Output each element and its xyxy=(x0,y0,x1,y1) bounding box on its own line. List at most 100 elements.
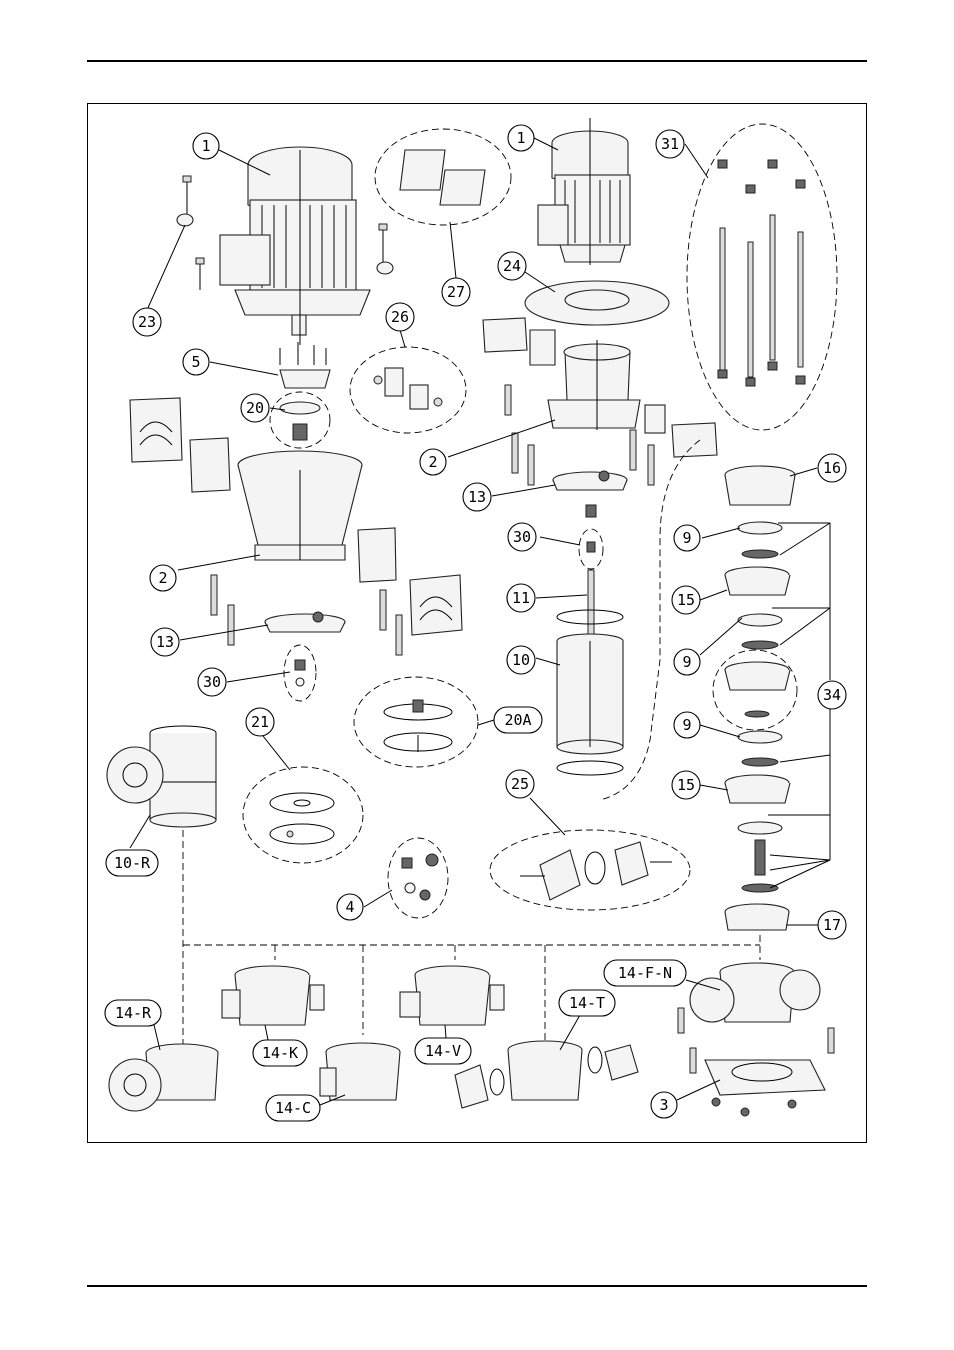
adapter-flange-left xyxy=(280,342,330,388)
callout-1-center: 1 xyxy=(508,125,534,151)
pump-cover-13-center xyxy=(553,471,627,490)
base-14-r xyxy=(109,1044,218,1111)
callout-14-c: 14-C xyxy=(266,1095,320,1121)
callout-11-label: 11 xyxy=(512,589,530,607)
base-14-v xyxy=(400,966,504,1025)
callout-14-c-label: 14-C xyxy=(275,1099,311,1117)
callout-20a: 20A xyxy=(494,707,542,733)
callout-1-center-label: 1 xyxy=(516,129,525,147)
callout-16-label: 16 xyxy=(823,459,841,477)
callout-13-left-label: 13 xyxy=(156,633,174,651)
callout-10: 10 xyxy=(507,646,535,674)
callout-14-v-label: 14-V xyxy=(425,1042,461,1060)
callout-9-middle-label: 9 xyxy=(682,653,691,671)
callout-15-top: 15 xyxy=(672,586,700,614)
guard-halves-27 xyxy=(400,150,485,205)
callout-24-label: 24 xyxy=(503,257,521,275)
base-14-f-n xyxy=(690,963,820,1022)
sleeve-10 xyxy=(557,610,623,775)
group-30-left-outline xyxy=(284,645,316,701)
callout-25: 25 xyxy=(506,770,534,798)
callout-20: 20 xyxy=(241,394,269,422)
callout-27-label: 27 xyxy=(447,283,465,301)
orings-20a xyxy=(384,700,452,752)
callout-21-label: 21 xyxy=(251,713,269,731)
callout-14-f-n: 14-F-N xyxy=(604,960,686,986)
gaskets-21 xyxy=(270,793,334,844)
callout-9-bottom-label: 9 xyxy=(682,716,691,734)
lantern-left xyxy=(238,451,362,560)
base-14-t xyxy=(455,1041,638,1108)
callout-25-label: 25 xyxy=(511,775,529,793)
baseplate-3 xyxy=(678,1008,834,1116)
stage-parts xyxy=(725,522,790,892)
callout-11: 11 xyxy=(507,584,535,612)
callout-9-middle: 9 xyxy=(674,649,700,675)
callout-9-bottom: 9 xyxy=(674,712,700,738)
callout-17: 17 xyxy=(818,911,846,939)
callout-31: 31 xyxy=(656,130,684,158)
callout-23-label: 23 xyxy=(138,313,156,331)
group-21-outline xyxy=(243,767,363,863)
callout-13-center: 13 xyxy=(463,483,491,511)
callout-9-top: 9 xyxy=(674,525,700,551)
callout-10-r-label: 10-R xyxy=(114,854,151,872)
callout-13-center-label: 13 xyxy=(468,488,486,506)
group-26-outline xyxy=(350,347,466,433)
pump-cover-13-left xyxy=(265,612,345,632)
callout-26-label: 26 xyxy=(391,308,409,326)
callout-27: 27 xyxy=(442,278,470,306)
callout-30-center: 30 xyxy=(508,523,536,551)
group-27-outline xyxy=(375,129,511,225)
callout-4-label: 4 xyxy=(345,898,354,916)
flange-kit-25 xyxy=(520,842,672,900)
callout-2-center: 2 xyxy=(420,449,446,475)
seal-30-center xyxy=(587,542,595,552)
stage-17 xyxy=(725,904,789,930)
callout-15-bottom: 15 xyxy=(672,771,700,799)
callout-15-top-label: 15 xyxy=(677,591,695,609)
tie-rods-31 xyxy=(718,160,805,386)
callout-5: 5 xyxy=(183,349,209,375)
seal-20-left xyxy=(280,402,320,440)
flange-24 xyxy=(525,281,669,325)
callout-14-r-label: 14-R xyxy=(115,1004,152,1022)
base-14-k xyxy=(222,966,324,1025)
callout-14-f-n-label: 14-F-N xyxy=(618,964,672,982)
motor-left xyxy=(220,147,370,345)
callout-14-k-label: 14-K xyxy=(262,1044,298,1062)
callout-16: 16 xyxy=(818,454,846,482)
seal-30-left xyxy=(295,660,305,686)
callout-5-label: 5 xyxy=(191,353,200,371)
callout-14-r: 14-R xyxy=(105,1000,161,1026)
callout-34: 34 xyxy=(818,681,846,709)
callout-2-left: 2 xyxy=(150,565,176,591)
lantern-center xyxy=(548,340,640,430)
callout-31-label: 31 xyxy=(661,135,679,153)
callout-20-label: 20 xyxy=(246,399,264,417)
callout-14-t-label: 14-T xyxy=(569,994,605,1012)
callout-14-v: 14-V xyxy=(415,1038,471,1064)
callout-26: 26 xyxy=(386,303,414,331)
callout-23: 23 xyxy=(133,308,161,336)
callout-30-left-label: 30 xyxy=(203,673,221,691)
drain-plugs-4 xyxy=(402,854,438,900)
coupling-26 xyxy=(374,368,442,409)
group-31-outline xyxy=(687,124,837,430)
callout-20a-label: 20A xyxy=(504,711,531,729)
callout-34-label: 34 xyxy=(823,686,841,704)
callout-4: 4 xyxy=(337,894,363,920)
callout-2-left-label: 2 xyxy=(158,569,167,587)
callout-30-left: 30 xyxy=(198,668,226,696)
group-25-outline xyxy=(490,830,690,910)
callout-21: 21 xyxy=(246,708,274,736)
callout-15-bottom-label: 15 xyxy=(677,776,695,794)
callout-2-center-label: 2 xyxy=(428,453,437,471)
base-14-c xyxy=(320,1043,400,1100)
callout-10-label: 10 xyxy=(512,651,530,669)
motor-center xyxy=(538,118,630,265)
callout-3-label: 3 xyxy=(659,1096,668,1114)
group-4-outline xyxy=(388,838,448,918)
callout-14-k: 14-K xyxy=(253,1040,307,1066)
